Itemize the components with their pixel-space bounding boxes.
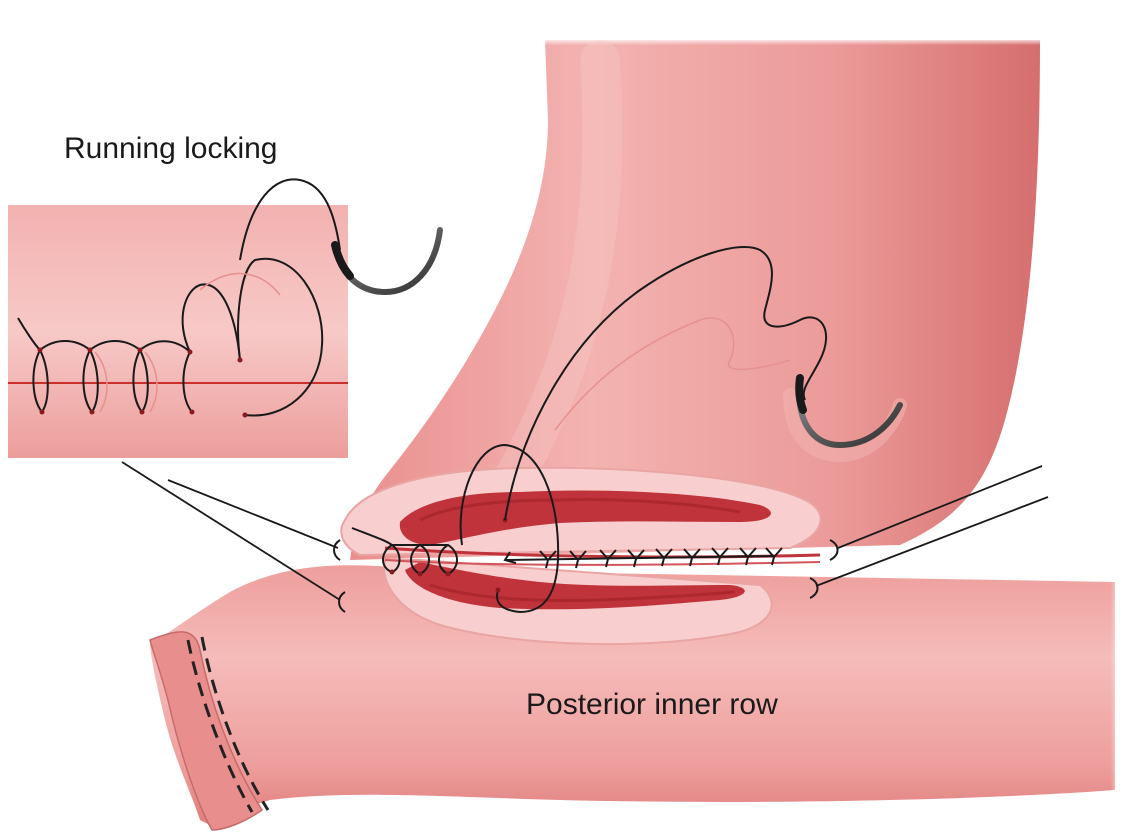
suture-loop [459, 246, 827, 614]
inset-title: Running locking [64, 132, 278, 165]
curved-needle-icon [331, 227, 443, 296]
leader-lines [121, 461, 1049, 601]
stay-suture-icon [333, 539, 839, 613]
main-caption: Posterior inner row [526, 688, 778, 721]
locking-loops [351, 527, 458, 577]
stomach [350, 38, 1045, 560]
curved-needle-icon [783, 374, 907, 463]
anastomosis-site [340, 466, 822, 646]
small-bowel [149, 565, 1125, 831]
posterior-suture-row [503, 547, 783, 569]
running-locking-inset [8, 178, 443, 458]
